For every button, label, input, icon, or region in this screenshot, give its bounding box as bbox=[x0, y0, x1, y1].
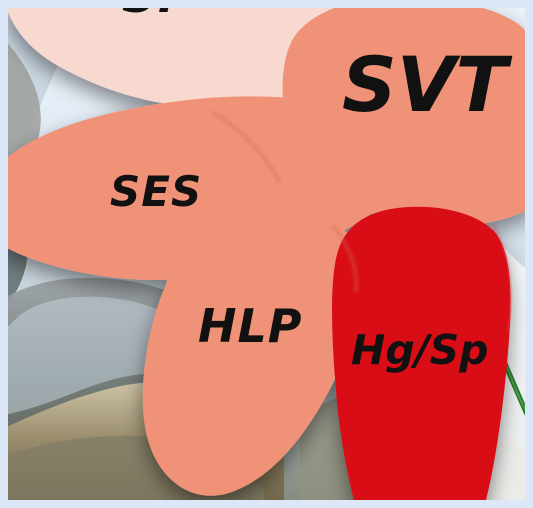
hgsp-petal-label: Hg/Sp bbox=[351, 326, 489, 374]
hlp-petal-label: HLP bbox=[198, 299, 303, 353]
hlp-petal-shape bbox=[142, 208, 365, 496]
hgsp-petal-shape bbox=[332, 206, 511, 508]
sr-petal-label: Sr bbox=[122, 0, 182, 20]
sr-petal-shape bbox=[4, 0, 359, 109]
ses-petal-label: SES bbox=[110, 167, 203, 216]
svt-petal-label: SVT bbox=[342, 40, 508, 129]
